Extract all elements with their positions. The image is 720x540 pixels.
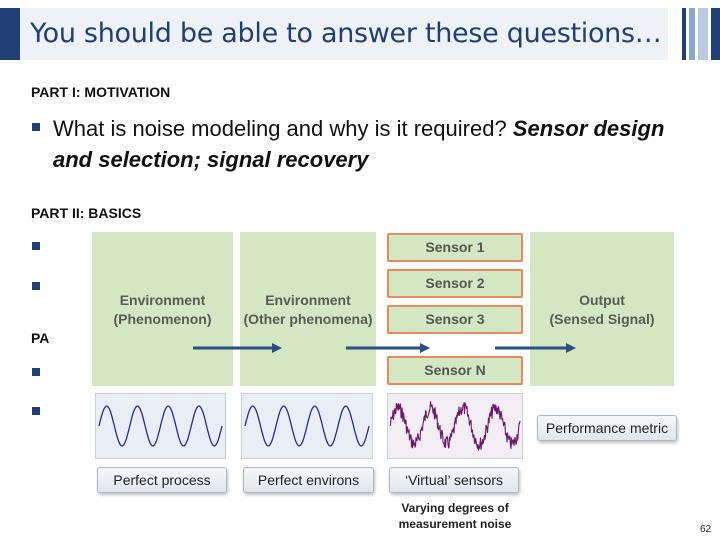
clean-wave-1 (98, 405, 223, 447)
panel3-line2: (Sensed Signal) (549, 311, 655, 327)
noise-caption-line1: Varying degrees of (401, 501, 509, 515)
part1-bullet-text: What is noise modeling and why is it req… (53, 113, 693, 175)
panel3-label: Output (Sensed Signal) (536, 291, 668, 329)
part2-label: PART II: BASICS (31, 205, 142, 221)
slide-title: You should be able to answer these quest… (30, 18, 662, 49)
noise-caption-line2: measurement noise (398, 517, 512, 531)
deco-bar-1 (682, 8, 686, 60)
title-bar (0, 8, 668, 60)
part2-bullet-2-icon (32, 282, 40, 290)
noise-caption: Varying degrees of measurement noise (393, 500, 517, 532)
arrow-2-head (420, 343, 430, 353)
panel1-line1: Environment (119, 292, 206, 308)
panel2-line2: (Other phenomena) (243, 311, 373, 327)
part1-bullet-icon (32, 123, 40, 131)
performance-metric-caption: Performance metric (537, 415, 677, 441)
panel2-line1: Environment (265, 292, 351, 308)
part1-bullet-plain: What is noise modeling and why is it req… (53, 116, 513, 141)
deco-bar-3 (698, 8, 708, 60)
clean-wave-2 (244, 405, 370, 447)
part1-label: PART I: MOTIVATION (31, 84, 171, 100)
arrow-3-head (566, 343, 576, 353)
perfect-process-caption: Perfect process (97, 467, 227, 493)
part1-bullet-emphasis: Sensor design and selection; signal reco… (53, 116, 665, 172)
title-accent (0, 8, 20, 60)
part3-bullet-1-icon (32, 368, 40, 376)
sensor-n-box: Sensor N (387, 356, 523, 385)
part3-label-fragment: PA (31, 330, 50, 346)
page-number: 62 (700, 524, 712, 535)
part2-bullet-1-icon (32, 242, 40, 250)
part3-bullet-2-icon (32, 407, 40, 415)
sensor-1-box: Sensor 1 (387, 233, 523, 262)
panel2-label: Environment (Other phenomena) (240, 291, 376, 329)
deco-bar-4 (711, 8, 720, 60)
environment-phenomenon-panel (92, 232, 233, 386)
virtual-sensors-wave-panel (387, 393, 523, 459)
panel3-line1: Output (579, 292, 625, 308)
sensor-2-box: Sensor 2 (387, 269, 523, 298)
virtual-sensors-caption: ‘Virtual’ sensors (389, 467, 519, 493)
perfect-environs-caption: Perfect environs (243, 467, 374, 493)
deco-bar-2 (689, 8, 695, 60)
arrow-1-head (272, 343, 282, 353)
environment-other-panel (240, 232, 376, 386)
sensor-3-box: Sensor 3 (387, 305, 523, 334)
panel1-label: Environment (Phenomenon) (96, 291, 229, 329)
output-panel (530, 232, 674, 386)
noisy-wave (389, 401, 521, 451)
panel1-line2: (Phenomenon) (113, 311, 212, 327)
